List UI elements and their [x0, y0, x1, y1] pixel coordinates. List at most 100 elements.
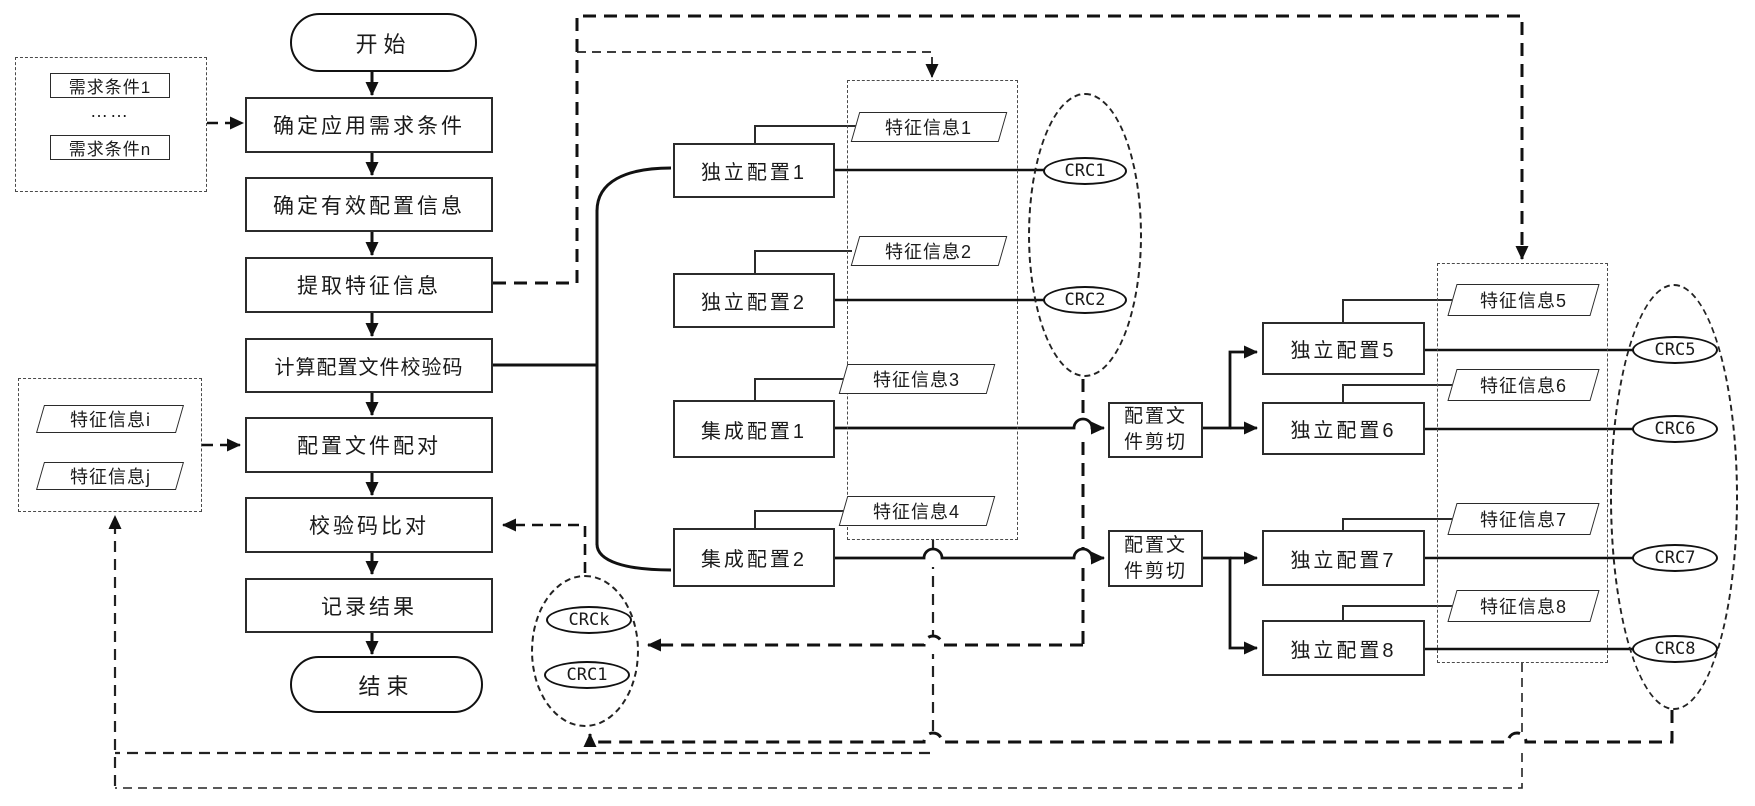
- crc-label: CRC8: [1654, 639, 1696, 659]
- step-record-result: 记录结果: [245, 578, 493, 633]
- requirement-n-box: 需求条件n: [50, 135, 170, 160]
- mid-features-group-box: [847, 80, 1018, 540]
- config-standalone-2: 独立配置2: [673, 273, 835, 328]
- extract-to-right-features-route: [493, 14, 1529, 285]
- config-standalone-6: 独立配置6: [1262, 402, 1425, 455]
- config-integrated-2: 集成配置2: [673, 528, 835, 587]
- feature-label: 特征信息i: [69, 410, 151, 430]
- feature-label: 特征信息6: [1479, 376, 1567, 396]
- crc-compare-to-verify-arrow: [502, 518, 587, 573]
- config-label: 集成配置1: [700, 420, 808, 443]
- requirement-label: 需求条件n: [68, 140, 152, 159]
- right-crc-lines: [1425, 348, 1636, 651]
- step-determine-valid-config: 确定有效配置信息: [245, 177, 493, 232]
- config-label: 独立配置6: [1290, 420, 1397, 442]
- right-feature-connectors: [1342, 299, 1456, 620]
- step-label: 记录结果: [321, 595, 417, 619]
- crc8-ellipse: CRC8: [1632, 635, 1718, 663]
- extract-to-mid-features-route: [577, 51, 939, 78]
- config-standalone-8: 独立配置8: [1262, 620, 1425, 676]
- feature-5-parallelogram: 特征信息5: [1447, 284, 1600, 316]
- mid-crc-lines: [835, 168, 1047, 302]
- step-compare-checksum: 校验码比对: [245, 497, 493, 553]
- feature-6-parallelogram: 特征信息6: [1447, 369, 1600, 401]
- start-terminal: 开始: [290, 13, 477, 72]
- crc-label: CRCk: [568, 610, 610, 630]
- step-compute-checksum: 计算配置文件校验码: [245, 338, 493, 393]
- ellipsis-text: ……: [90, 100, 130, 121]
- feature-label: 特征信息3: [873, 370, 961, 390]
- crc7-ellipse: CRC7: [1632, 544, 1718, 572]
- end-label: 结束: [358, 673, 415, 699]
- feedback-route-mid-features: [115, 540, 935, 755]
- config-label: 独立配置2: [700, 292, 808, 314]
- mid-feature-connectors: [754, 125, 856, 528]
- feature-label: 特征信息4: [873, 502, 961, 522]
- step-label: 提取特征信息: [297, 275, 441, 298]
- crossing-gaps: [926, 419, 1529, 751]
- crc2-ellipse: CRC2: [1043, 286, 1127, 314]
- step-label: 确定有效配置信息: [273, 194, 465, 218]
- cut-output-arrows: [1203, 345, 1258, 655]
- feature-label: 特征信息7: [1479, 510, 1567, 530]
- start-label: 开始: [355, 31, 412, 57]
- feature-label: 特征信息8: [1479, 597, 1567, 617]
- requirement-1-box: 需求条件1: [50, 73, 170, 98]
- crc-label: CRC5: [1654, 340, 1696, 360]
- requirements-ellipsis: ……: [50, 100, 170, 122]
- step-label: 校验码比对: [309, 515, 429, 538]
- crck-ellipse: CRCk: [546, 606, 632, 634]
- crcl-ellipse: CRC1: [544, 661, 630, 689]
- checksum-brace: [493, 166, 672, 572]
- feature-4-parallelogram: 特征信息4: [838, 496, 996, 526]
- feature-2-parallelogram: 特征信息2: [850, 236, 1008, 266]
- config-label: 独立配置1: [700, 162, 808, 184]
- feature-7-parallelogram: 特征信息7: [1447, 503, 1600, 535]
- cut-box-2: 配置文件剪切: [1108, 530, 1203, 587]
- feature-j-parallelogram: 特征信息j: [35, 462, 185, 490]
- config-label: 集成配置2: [700, 549, 808, 571]
- feature-i-parallelogram: 特征信息i: [35, 405, 185, 433]
- right-features-group-box: [1437, 263, 1608, 663]
- feature-label: 特征信息j: [69, 467, 151, 487]
- feature-pair-group-box: [18, 378, 202, 512]
- feedback-route-right-features: [115, 663, 1523, 789]
- step-extract-features: 提取特征信息: [245, 257, 493, 313]
- config-standalone-5: 独立配置5: [1262, 322, 1425, 375]
- crc-label: CRC1: [1064, 161, 1106, 181]
- crc5678-group-ellipse: [1610, 284, 1738, 710]
- config-integrated-1: 集成配置1: [673, 400, 835, 458]
- step-label: 计算配置文件校验码: [274, 357, 464, 379]
- config-label: 独立配置8: [1290, 639, 1397, 662]
- crc-label: CRC1: [566, 665, 608, 685]
- config-label: 独立配置5: [1290, 340, 1397, 362]
- cut-box-1: 配置文件剪切: [1108, 402, 1203, 458]
- feature-label: 特征信息5: [1479, 291, 1567, 311]
- cut-label: 配置文件剪切: [1123, 534, 1187, 582]
- config-standalone-7: 独立配置7: [1262, 530, 1425, 586]
- cut-label: 配置文件剪切: [1123, 406, 1187, 453]
- end-terminal: 结束: [290, 656, 483, 713]
- crc-label: CRC6: [1654, 419, 1696, 439]
- step-label: 确定应用需求条件: [273, 115, 465, 138]
- crc1-ellipse: CRC1: [1043, 157, 1127, 185]
- crc-label: CRC2: [1064, 290, 1106, 310]
- crc-label: CRC7: [1654, 548, 1696, 568]
- crc5-ellipse: CRC5: [1632, 336, 1718, 364]
- crc12-group-ellipse: [1028, 93, 1142, 377]
- requirements-group-box: [15, 57, 207, 192]
- step-label: 配置文件配对: [297, 435, 441, 458]
- step-pair-config-files: 配置文件配对: [245, 417, 493, 473]
- crc-compare-group-ellipse: [531, 575, 639, 727]
- feature-label: 特征信息1: [885, 118, 973, 138]
- feature-label: 特征信息2: [885, 242, 973, 262]
- crc5678-to-compare-arrow: [583, 710, 1674, 747]
- crc12-to-compare-arrow: [647, 634, 1083, 652]
- config-label: 独立配置7: [1290, 549, 1397, 572]
- feature-3-parallelogram: 特征信息3: [838, 364, 996, 394]
- requirement-label: 需求条件1: [68, 78, 152, 97]
- feature-1-parallelogram: 特征信息1: [850, 112, 1008, 142]
- config-standalone-1: 独立配置1: [673, 143, 835, 198]
